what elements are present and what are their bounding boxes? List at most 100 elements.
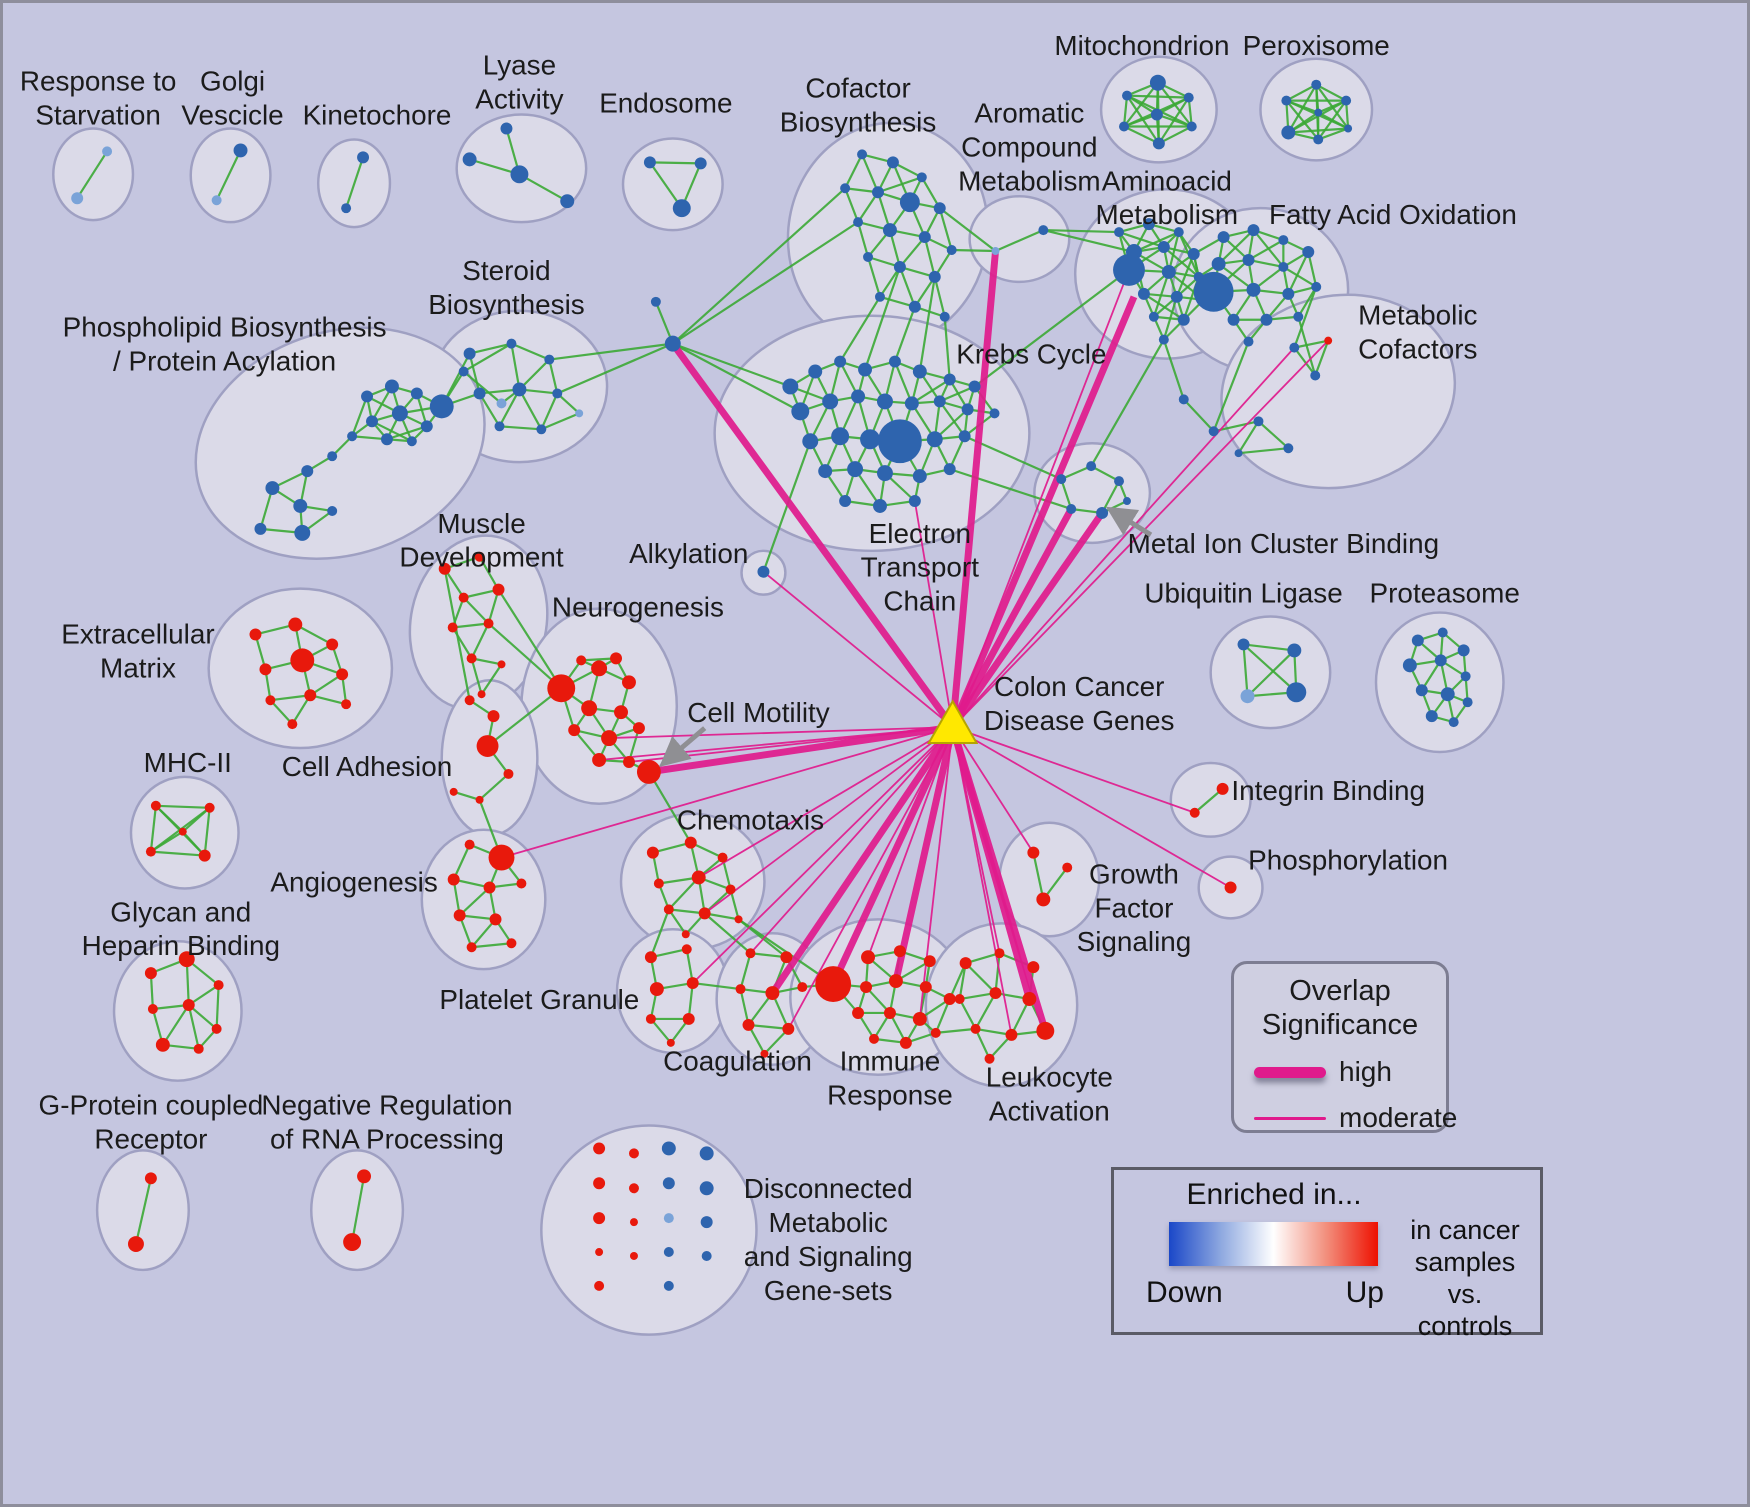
gene-set-node — [1224, 881, 1237, 894]
gene-set-node — [961, 403, 974, 416]
gene-overlap-edge — [899, 265, 936, 278]
gene-overlap-edge — [480, 663, 503, 695]
gene-set-node — [1114, 476, 1125, 487]
gene-set-node — [822, 393, 839, 410]
gene-set-node — [474, 551, 485, 562]
gene-overlap-edge — [1032, 852, 1045, 900]
gene-set-node — [1243, 336, 1254, 347]
gene-overlap-edge — [444, 555, 480, 570]
gene-overlap-edge — [739, 988, 750, 1026]
gene-set-node — [933, 395, 946, 408]
gene-overlap-edge — [959, 991, 996, 1001]
gene-set-node — [357, 1169, 372, 1184]
gene-overlap-edge — [898, 266, 916, 308]
gene-overlap-edge — [995, 229, 1044, 253]
label-platelet-granule: Platelet Granule — [439, 984, 639, 1015]
gene-overlap-edge — [150, 830, 184, 853]
gene-overlap-edge — [452, 879, 461, 916]
gene-overlap-edge — [478, 392, 501, 427]
gene-set-node — [492, 583, 505, 596]
gene-overlap-edge — [918, 276, 936, 372]
gene-overlap-edge — [861, 153, 879, 193]
gene-set-node — [477, 690, 486, 699]
gene-set-node — [860, 981, 873, 994]
gene-set-node — [1457, 644, 1470, 657]
gene-set-node — [926, 431, 943, 448]
gene-set-node — [858, 362, 873, 377]
gene-set-node — [494, 421, 505, 432]
gene-overlap-edge — [1257, 420, 1290, 450]
gene-set-node — [127, 1236, 144, 1253]
gene-overlap-edge — [1242, 643, 1298, 694]
gene-set-node — [198, 849, 211, 862]
gene-overlap-edge — [750, 952, 787, 959]
gene-overlap-edge — [939, 385, 976, 403]
gene-set-node — [1402, 658, 1417, 673]
gene-set-node — [576, 655, 587, 666]
disease-overlap-edge-high — [949, 250, 999, 728]
disease-overlap-edge-moderate — [762, 571, 954, 728]
gene-overlap-edge — [1162, 339, 1185, 400]
gene-set-node — [646, 846, 659, 859]
gene-set-node — [510, 165, 529, 184]
gene-set-node — [458, 366, 469, 377]
gene-set-node — [1460, 671, 1471, 682]
gene-set-node — [1411, 634, 1424, 647]
gene-set-node — [476, 735, 499, 757]
gene-set-node — [653, 878, 664, 889]
gene-set-node — [594, 1280, 605, 1291]
gene-overlap-edge — [649, 161, 701, 165]
disease-overlap-edge-high — [648, 723, 954, 776]
gene-set-node — [699, 1181, 714, 1196]
gene-set-node — [211, 1023, 222, 1034]
gene-set-node — [681, 930, 690, 939]
gene-set-node — [682, 1012, 695, 1025]
gene-overlap-edge — [1133, 231, 1180, 254]
gene-set-node — [734, 915, 743, 924]
gene-set-node — [516, 878, 527, 889]
gene-overlap-edge — [1287, 251, 1310, 295]
gene-set-node — [254, 522, 267, 535]
disease-genes-hub — [927, 699, 979, 745]
gene-overlap-edge — [452, 844, 471, 880]
disease-overlap-edge-high — [949, 726, 1049, 1032]
label-ubiquitin-ligase: Ubiquitin Ligase — [1144, 578, 1342, 609]
gene-set-node — [380, 433, 393, 446]
gene-set-node — [1086, 461, 1097, 472]
label-cell-adhesion: Cell Adhesion — [282, 751, 452, 782]
gene-overlap-edge — [923, 236, 936, 278]
gene-set-node — [1187, 248, 1200, 260]
gene-set-node — [326, 638, 339, 651]
label-neurogenesis: Neurogenesis — [552, 592, 724, 623]
gene-set-node — [1186, 121, 1197, 132]
gene-overlap-edge — [672, 342, 801, 413]
gene-set-node — [904, 396, 919, 411]
label-metal-ion-cluster-binding: Metal Ion Cluster Binding — [1128, 528, 1439, 559]
gene-overlap-edge — [649, 161, 683, 209]
label-coagulation: Coagulation — [663, 1046, 812, 1077]
gene-overlap-edge — [309, 673, 343, 697]
gene-set-node — [970, 1023, 981, 1034]
gene-set-node — [1137, 287, 1150, 300]
disease-overlap-edge-high — [949, 295, 1138, 729]
gene-set-node — [893, 260, 906, 273]
gene-overlap-edge — [470, 918, 497, 948]
gene-set-node — [632, 722, 645, 735]
disease-overlap-edge-high — [830, 725, 956, 986]
gene-overlap-edge — [386, 425, 428, 441]
gene-set-node — [145, 846, 156, 857]
gene-overlap-edge — [1315, 83, 1347, 102]
gene-set-node — [592, 753, 607, 767]
gene-set-node — [623, 755, 635, 768]
gene-set-node — [725, 884, 736, 895]
gene-overlap-edge — [149, 805, 157, 852]
gene-set-node — [458, 592, 469, 603]
gene-overlap-edge — [938, 207, 953, 251]
gene-set-node — [406, 436, 417, 447]
label-endosome: Endosome — [599, 88, 732, 119]
gene-set-node — [1066, 503, 1077, 514]
gene-set-node — [288, 617, 303, 632]
gene-overlap-edge — [549, 342, 673, 361]
